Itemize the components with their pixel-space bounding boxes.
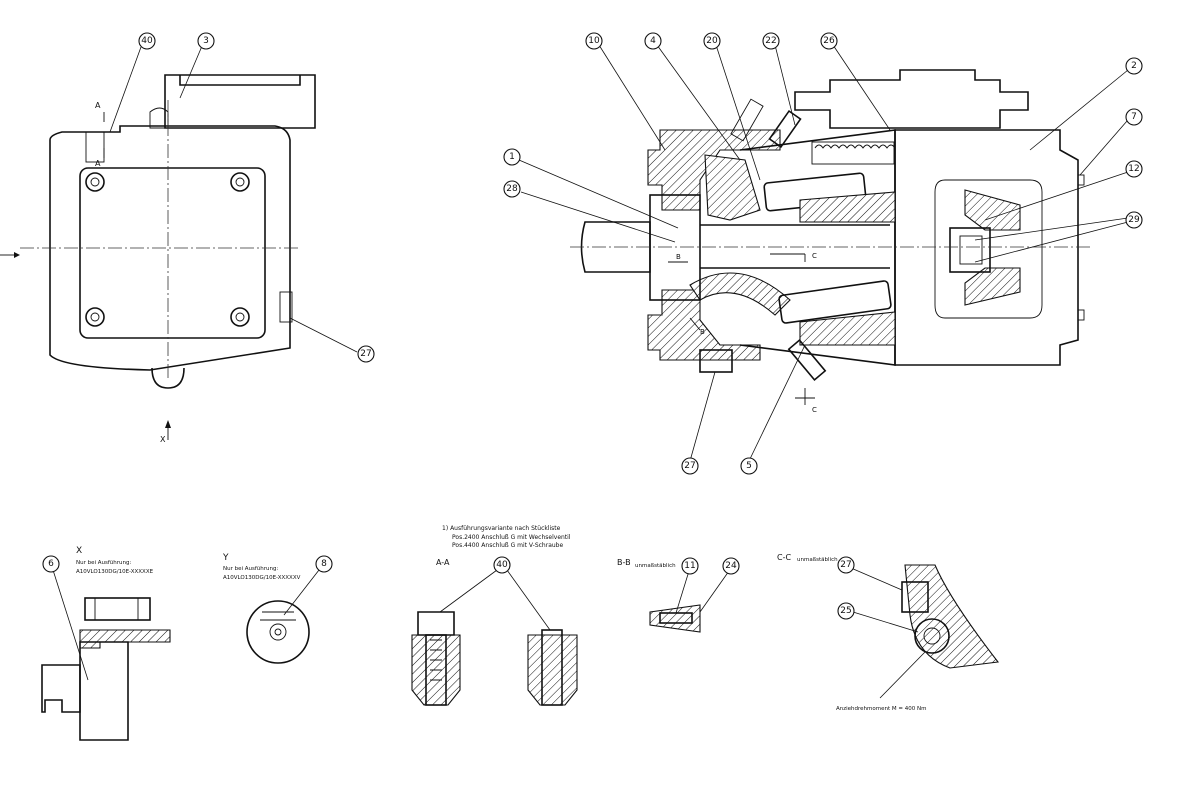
svg-text:24: 24 [725,561,737,571]
svg-text:27: 27 [684,461,695,471]
section-cc-title: C-C [777,553,791,562]
svg-text:5: 5 [746,461,752,471]
detail-x-title: X [76,546,82,556]
balloon-7: 7 [1125,108,1143,126]
detail-y-title: Y [222,553,229,563]
balloon-10: 10 [585,32,603,50]
svg-text:26: 26 [823,36,835,46]
svg-text:10: 10 [588,36,600,46]
section-cc [850,564,1000,699]
balloon-22: 22 [762,32,780,50]
balloon-3: 3 [197,32,215,50]
svg-text:4: 4 [650,36,656,46]
section-cc-subtitle: unmaßstäblich [797,557,838,563]
main-section-view [570,69,1090,405]
balloon-6: 6 [42,555,60,573]
detail-x-note: Nur bei Ausführung: [76,560,132,566]
balloon-12: 12 [1125,160,1143,178]
balloon-40-aa: 40 [493,556,511,574]
balloon-20: 20 [703,32,721,50]
svg-text:28: 28 [506,184,518,194]
footnote-2: Pos.2400 Anschluß G mit Wechselventil [452,534,571,541]
balloon-27-cc: 27 [837,556,855,574]
section-marker-c-lower: C [812,406,817,414]
section-marker-c-upper: C [812,252,817,260]
balloon-4: 4 [644,32,662,50]
svg-text:22: 22 [765,36,776,46]
detail-y-note: Nur bei Ausführung: [223,566,279,572]
svg-text:12: 12 [1128,164,1139,174]
svg-text:6: 6 [48,559,54,569]
end-view [0,74,316,440]
balloon-2: 2 [1125,57,1143,75]
svg-text:27: 27 [840,560,851,570]
svg-text:2: 2 [1131,61,1137,71]
svg-text:40: 40 [496,560,508,570]
balloon-25: 25 [837,602,855,620]
view-marker-x: X [160,435,166,444]
footnote-3: Pos.4400 Anschluß G mit V-Schraube [452,542,563,549]
svg-text:20: 20 [706,36,718,46]
torque-note: Anziehdrehmoment M = 400 Nm [836,706,926,712]
svg-text:27: 27 [360,349,371,359]
svg-text:40: 40 [141,36,153,46]
section-aa [411,569,578,706]
balloon-28: 28 [503,180,521,198]
balloon-1: 1 [503,148,521,166]
section-marker-b-lower: B [700,328,705,336]
svg-text:8: 8 [321,559,327,569]
balloon-27-bottom: 27 [681,457,699,475]
section-bb-subtitle: unmaßstäblich [635,563,676,569]
detail-y-code: A10VLO130DG/10E-XXXXXV [223,575,301,581]
balloon-11: 11 [681,557,699,575]
svg-text:3: 3 [203,36,209,46]
detail-x-code: A10VLO130DG/10E-XXXXXE [76,569,154,575]
svg-text:25: 25 [840,606,851,616]
balloon-29: 29 [1125,211,1143,229]
balloon-26: 26 [820,32,838,50]
balloon-40-top: 40 [138,32,156,50]
section-marker-a-bottom: A [95,159,101,168]
balloon-24: 24 [722,557,740,575]
detail-y [246,569,320,664]
svg-text:1: 1 [509,152,515,162]
balloon-5: 5 [740,457,758,475]
svg-text:29: 29 [1128,215,1140,225]
section-marker-a-top: A [95,101,101,110]
detail-x [41,569,171,741]
section-marker-b-upper: B [676,253,681,261]
balloon-27-left: 27 [357,345,375,363]
section-bb-title: B-B [617,558,631,567]
balloon-8: 8 [315,555,333,573]
svg-text:7: 7 [1131,112,1137,122]
svg-text:11: 11 [684,561,695,571]
section-bb [649,570,730,633]
section-aa-title: A-A [436,558,450,567]
footnote-1: 1) Ausführungsvariante nach Stückliste [442,525,561,532]
